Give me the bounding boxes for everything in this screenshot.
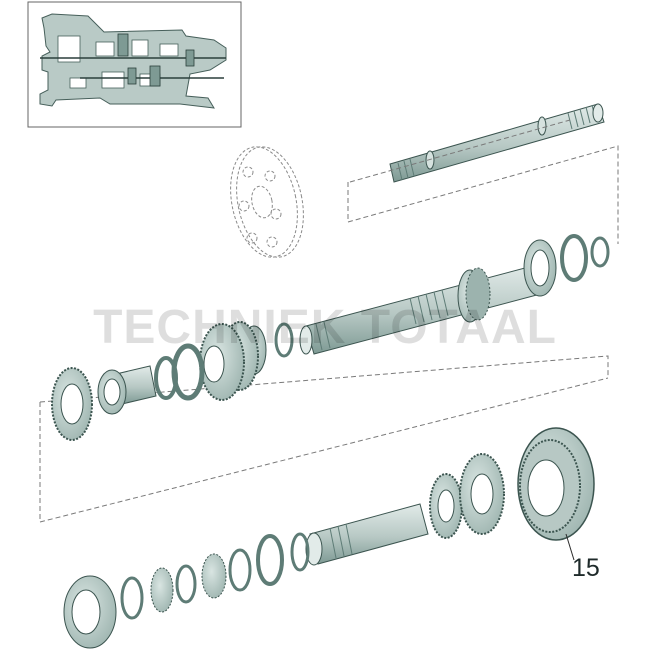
main-shaft (299, 234, 610, 355)
flywheel-outline (230, 146, 304, 258)
middle-gear-cluster (51, 321, 294, 441)
assembly-guide-lines (39, 119, 619, 523)
part-15-gear (517, 427, 595, 541)
part-number-label: 15 (572, 554, 600, 582)
watermark-text: TECHNIEK TOTAAL (93, 301, 557, 354)
gearbox-cross-section-inset (27, 1, 242, 128)
output-shaft (63, 453, 505, 649)
input-shaft (389, 103, 605, 183)
part-15-leader-line (565, 533, 575, 561)
